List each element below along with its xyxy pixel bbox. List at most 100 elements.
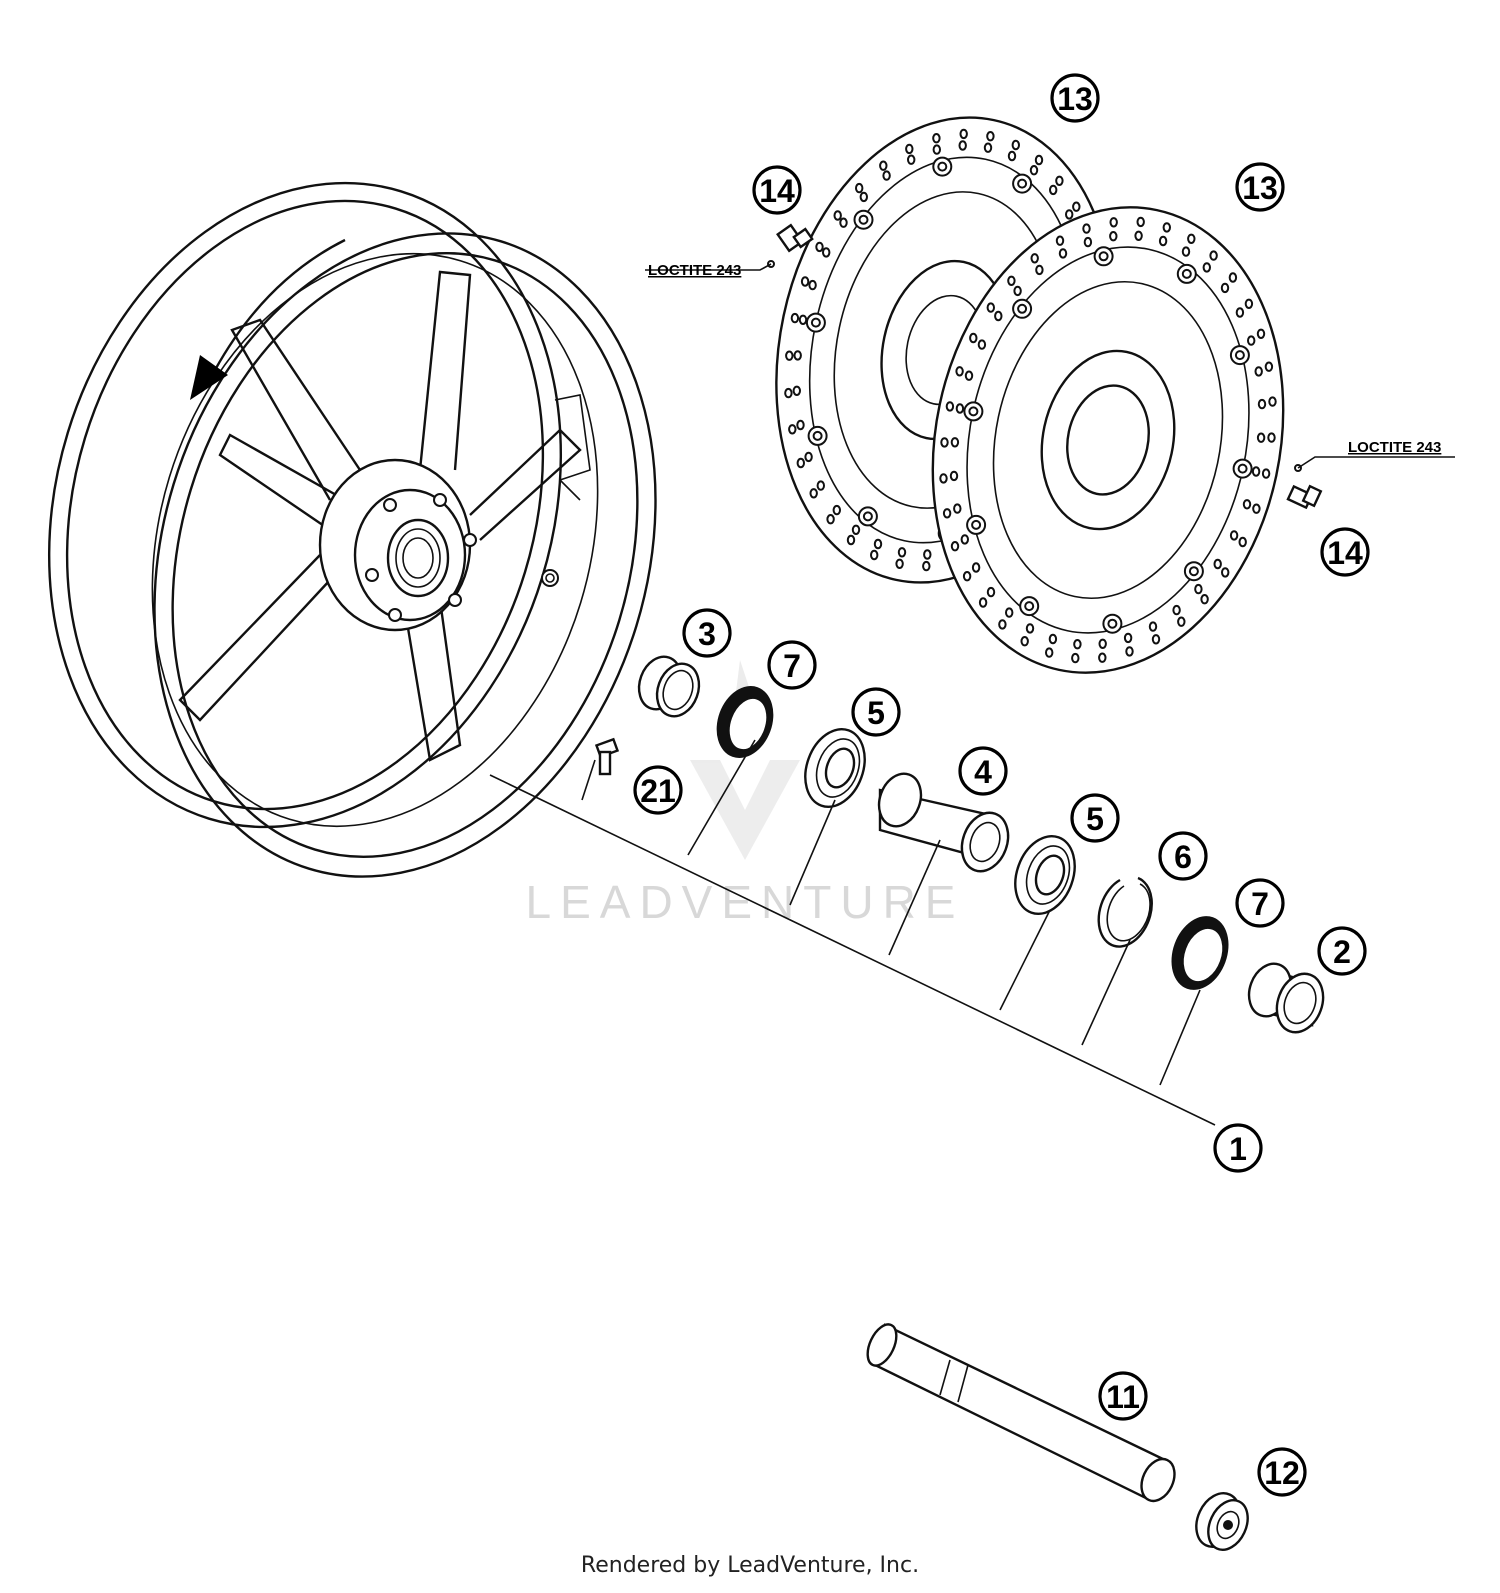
disc-drill-hole	[1264, 361, 1274, 372]
disc-drill-hole	[964, 370, 974, 381]
disc-drill-hole	[1148, 621, 1158, 632]
disc-drill-hole	[1247, 335, 1256, 346]
disc-drill-hole	[1268, 396, 1277, 407]
disc-drill-hole	[932, 144, 941, 155]
ball-bearing-5-left	[804, 728, 866, 808]
disc-drill-hole	[955, 366, 964, 377]
disc-drill-hole	[949, 470, 959, 482]
disc-drill-hole	[785, 350, 794, 361]
disc-drill-hole	[793, 350, 802, 361]
disc-drill-hole	[839, 217, 848, 228]
disc-rivet-center	[968, 406, 979, 417]
disc-drill-hole	[846, 534, 856, 546]
svg-text:6: 6	[1174, 839, 1192, 875]
disc-drill-hole	[796, 419, 805, 431]
disc-drill-hole	[969, 332, 978, 344]
disc-drill-hole	[1251, 466, 1261, 477]
disc-drill-hole	[1098, 638, 1107, 649]
disc-drill-hole	[1020, 636, 1029, 647]
disc-drill-hole	[1098, 652, 1107, 663]
disc-drill-hole	[1194, 583, 1203, 595]
disc-drill-hole	[1172, 604, 1181, 616]
disc-drill-hole	[983, 142, 993, 153]
loctite-note-left: LOCTITE 243	[648, 262, 741, 279]
disc-drill-hole	[932, 133, 941, 144]
disc-drill-hole	[851, 524, 861, 535]
disc-rivet-center	[810, 317, 821, 328]
svg-text:13: 13	[1242, 170, 1278, 206]
callout-13-left: 13	[1050, 73, 1100, 123]
callout-3: 3	[682, 608, 732, 658]
disc-drill-hole	[1257, 398, 1267, 410]
svg-text:7: 7	[783, 648, 801, 684]
disc-drill-hole	[962, 571, 972, 582]
disc-drill-hole	[832, 504, 841, 516]
disc-drill-hole	[986, 131, 995, 142]
disc-drill-hole	[1134, 230, 1143, 242]
disc-drill-hole	[1209, 250, 1218, 261]
callout-14-left: 14	[752, 165, 802, 215]
disc-drill-hole	[1181, 246, 1191, 257]
disc-drill-hole	[1228, 272, 1238, 283]
svg-text:12: 12	[1264, 1455, 1300, 1491]
svg-text:5: 5	[867, 695, 885, 731]
disc-drill-hole	[1083, 236, 1093, 248]
callout-7-left: 7	[767, 640, 817, 690]
disc-drill-hole	[1013, 285, 1022, 297]
disc-drill-hole	[1252, 503, 1261, 514]
disc-drill-hole	[784, 387, 793, 399]
disc-drill-hole	[1158, 235, 1168, 247]
disc-rivet-center	[1098, 251, 1109, 262]
callout-21: 21	[633, 765, 683, 815]
disc-drill-hole	[1029, 165, 1039, 176]
disc-drill-hole	[1267, 432, 1276, 443]
disc-drill-hole	[923, 549, 932, 560]
disc-drill-hole	[815, 241, 824, 253]
callout-4: 4	[958, 746, 1008, 796]
disc-drill-hole	[822, 247, 831, 258]
disc-drill-hole	[998, 619, 1007, 630]
disc-drill-hole	[940, 437, 949, 448]
tire-valve	[594, 737, 620, 776]
disc-drill-hole	[870, 549, 879, 561]
disc-drill-hole	[833, 210, 842, 221]
disc-drill-hole	[1082, 223, 1091, 234]
disc-drill-hole	[800, 276, 810, 287]
callout-5-left: 5	[851, 687, 901, 737]
disc-rivet-center	[862, 511, 873, 522]
disc-drill-hole	[808, 279, 817, 291]
disc-drill-hole	[1109, 217, 1118, 228]
svg-text:1: 1	[1229, 1131, 1247, 1167]
disc-rivet-center	[1024, 601, 1035, 612]
disc-drill-hole	[897, 547, 907, 558]
disc-drill-hole	[816, 480, 825, 491]
axle-11	[866, 1323, 1176, 1503]
disc-drill-hole	[1221, 567, 1230, 578]
disc-drill-hole	[1055, 235, 1065, 246]
svg-text:14: 14	[1327, 535, 1363, 571]
disc-drill-hole	[1136, 216, 1145, 228]
disc-drill-hole	[804, 451, 813, 463]
svg-text:11: 11	[1106, 1379, 1140, 1415]
callout-2: 2	[1317, 926, 1367, 976]
disc-rivet-center	[858, 214, 869, 225]
disc-drill-hole	[1045, 647, 1054, 658]
disc-drill-hole	[939, 473, 948, 484]
disc-drill-hole	[809, 488, 818, 499]
disc-drill-hole	[977, 339, 987, 350]
disc-drill-hole	[879, 160, 888, 171]
disc-drill-hole	[959, 128, 968, 140]
disc-drill-hole	[1007, 150, 1017, 162]
disc-rivet-center	[1017, 178, 1028, 189]
disc-drill-hole	[905, 143, 914, 155]
disc-drill-hole	[1007, 275, 1016, 286]
ball-bearing-5-right	[1014, 835, 1076, 915]
shaft-seal-7-left	[716, 686, 774, 758]
disc-drill-hole	[950, 541, 960, 552]
disc-drill-hole	[971, 562, 981, 573]
svg-text:13: 13	[1057, 81, 1093, 117]
wheel-rim	[47, 181, 657, 878]
disc-drill-hole	[953, 503, 962, 514]
disc-drill-hole	[873, 538, 883, 550]
disc-rivet-center	[1181, 268, 1192, 279]
